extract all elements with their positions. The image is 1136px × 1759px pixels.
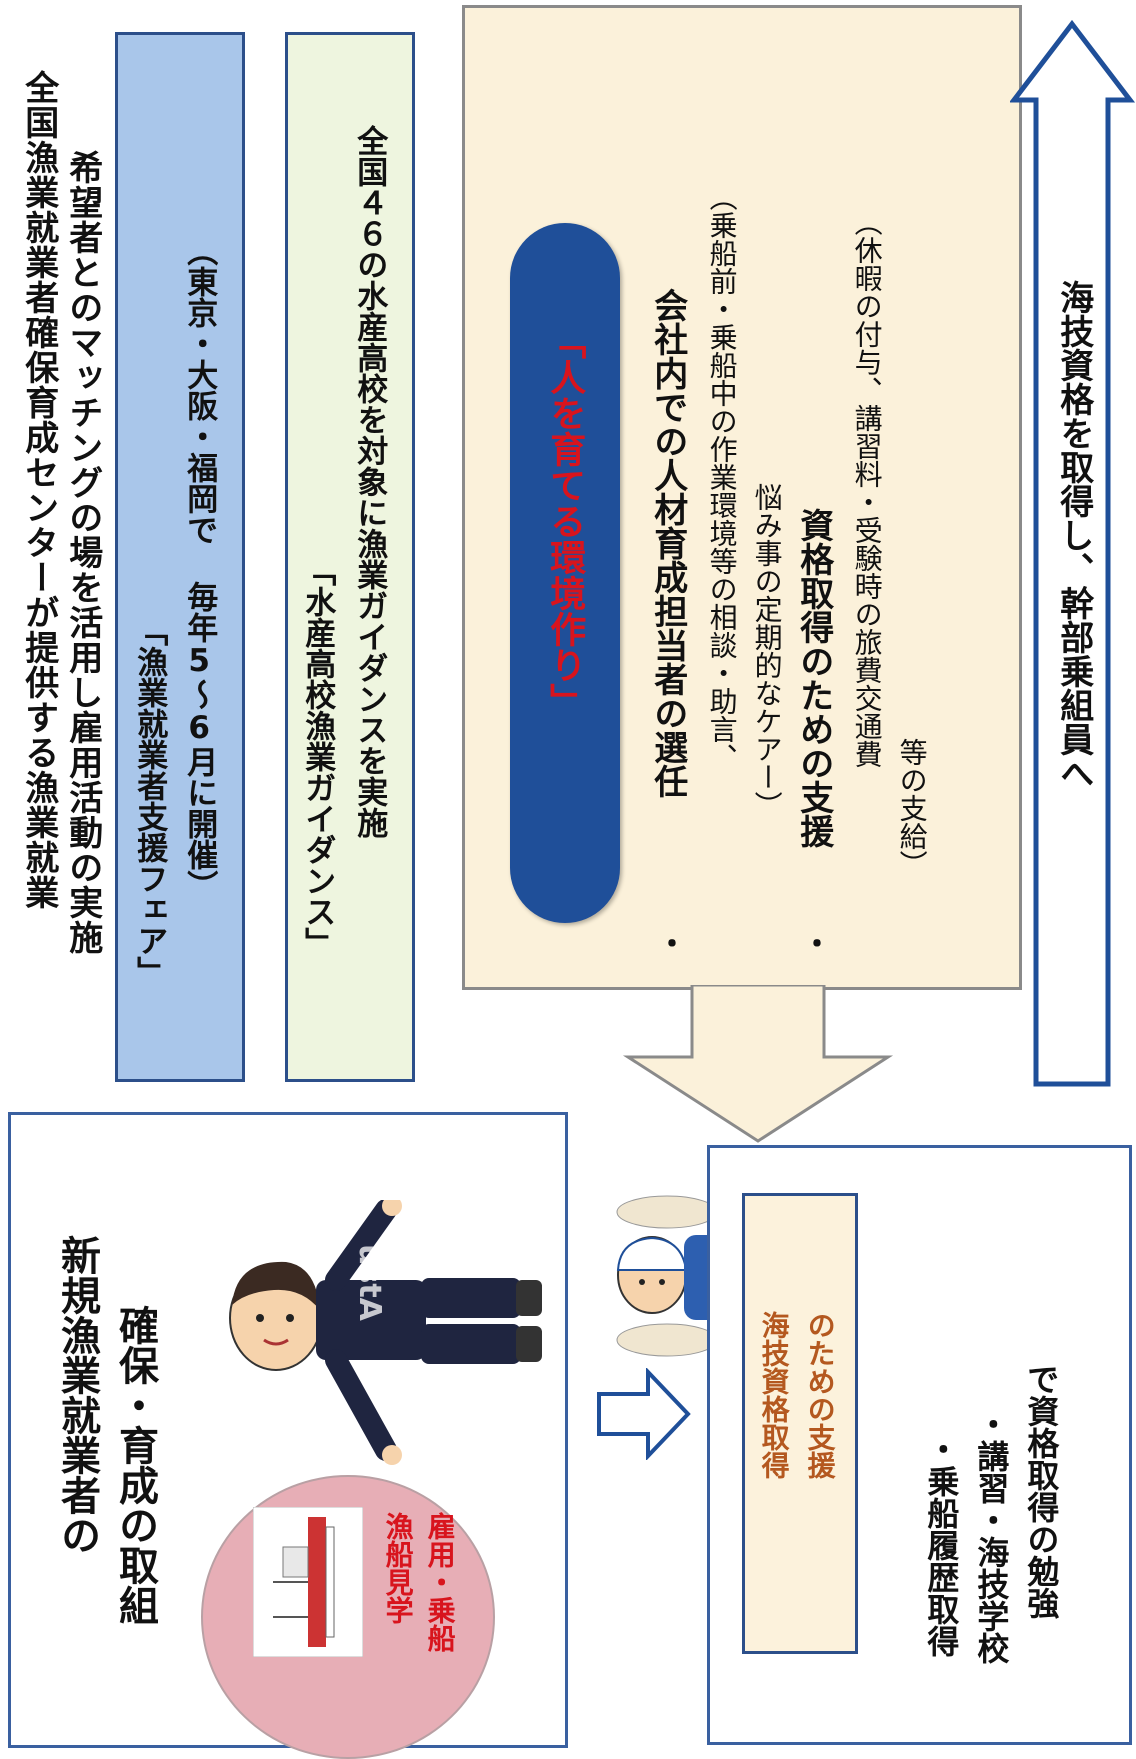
guidance-title: 「水産高校漁業ガイダンス」 (299, 555, 336, 958)
ship-photo (253, 1507, 363, 1657)
efforts-title-2: 確保・育成の取組 (112, 1305, 158, 1625)
environment-item1: 会社内での人材育成担当者の選任 (647, 288, 688, 798)
fair-box: 「漁業就業者支援フェア」 （東京・大阪・福岡で 毎年5～6月に開催） (115, 32, 245, 1082)
header-line1: 全国漁業就業者確保育成センターが提供する漁業就業 (18, 70, 59, 910)
goal-label: 海技資格を取得し、幹部乗組員へ (1053, 280, 1094, 790)
guidance-box: 「水産高校漁業ガイダンス」 全国４６の水産高校を対象に漁業ガイダンスを実施 (285, 32, 415, 1082)
environment-item2-sub2: 等の支給） (895, 738, 929, 878)
circle-label-2: 雇用・乗船 (423, 1512, 457, 1652)
environment-bullet-1: ・ (651, 928, 686, 958)
environment-pill-label: 「人を育てる環境作り」 (544, 323, 586, 719)
student-figure (229, 1200, 542, 1465)
environment-pill: 「人を育てる環境作り」 (510, 223, 620, 923)
efforts-box: 新規漁業就業者の 確保・育成の取組 ustA 漁船見学 雇用・乗船 (8, 1112, 568, 1759)
circle-label-1: 漁船見学 (381, 1512, 415, 1624)
qualification-box: 海技資格取得 のための支援 ・乗船履歴取得 ・講習・海技学校 で資格取得の勉強 (707, 1145, 1132, 1745)
environment-item2: 資格取得のための支援 (793, 508, 834, 848)
up-arrow (1010, 20, 1136, 1087)
qualification-item-3: で資格取得の勉強 (1022, 1363, 1061, 1619)
fair-detail: （東京・大阪・福岡で 毎年5～6月に開催） (181, 235, 218, 901)
environment-item2-sub1: （休暇の付与、講習料・受験時の旅費交通費 (850, 208, 884, 768)
fair-title: 「漁業就業者支援フェア」 (131, 615, 168, 987)
environment-item1-sub2: 悩み事の定期的なケアー） (750, 483, 784, 819)
qualification-item-2: ・講習・海技学校 (972, 1408, 1011, 1664)
qualification-label-2: のための支援 (803, 1311, 837, 1479)
right-arrow (597, 1368, 691, 1460)
efforts-title-1: 新規漁業就業者の (54, 1235, 100, 1555)
ship-circle: 漁船見学 雇用・乗船 (201, 1475, 495, 1759)
qualification-label-box: 海技資格取得 のための支援 (742, 1193, 858, 1654)
down-arrow (622, 985, 894, 1143)
environment-item1-sub1: （乗船前・乗船中の作業環境等の相談・助言、 (705, 183, 739, 771)
environment-bullet-2: ・ (796, 928, 831, 958)
header-line2: 希望者とのマッチングの場を活用し雇用活動の実施 (62, 150, 103, 955)
qualification-item-1: ・乗船履歴取得 (922, 1433, 961, 1657)
qualification-label-1: 海技資格取得 (757, 1311, 791, 1479)
student-watermark: ustA (351, 1244, 387, 1321)
environment-box: 「人を育てる環境作り」 ・ 会社内での人材育成担当者の選任 （乗船前・乗船中の作… (462, 5, 1022, 990)
guidance-detail: 全国４６の水産高校を対象に漁業ガイダンスを実施 (351, 125, 388, 838)
